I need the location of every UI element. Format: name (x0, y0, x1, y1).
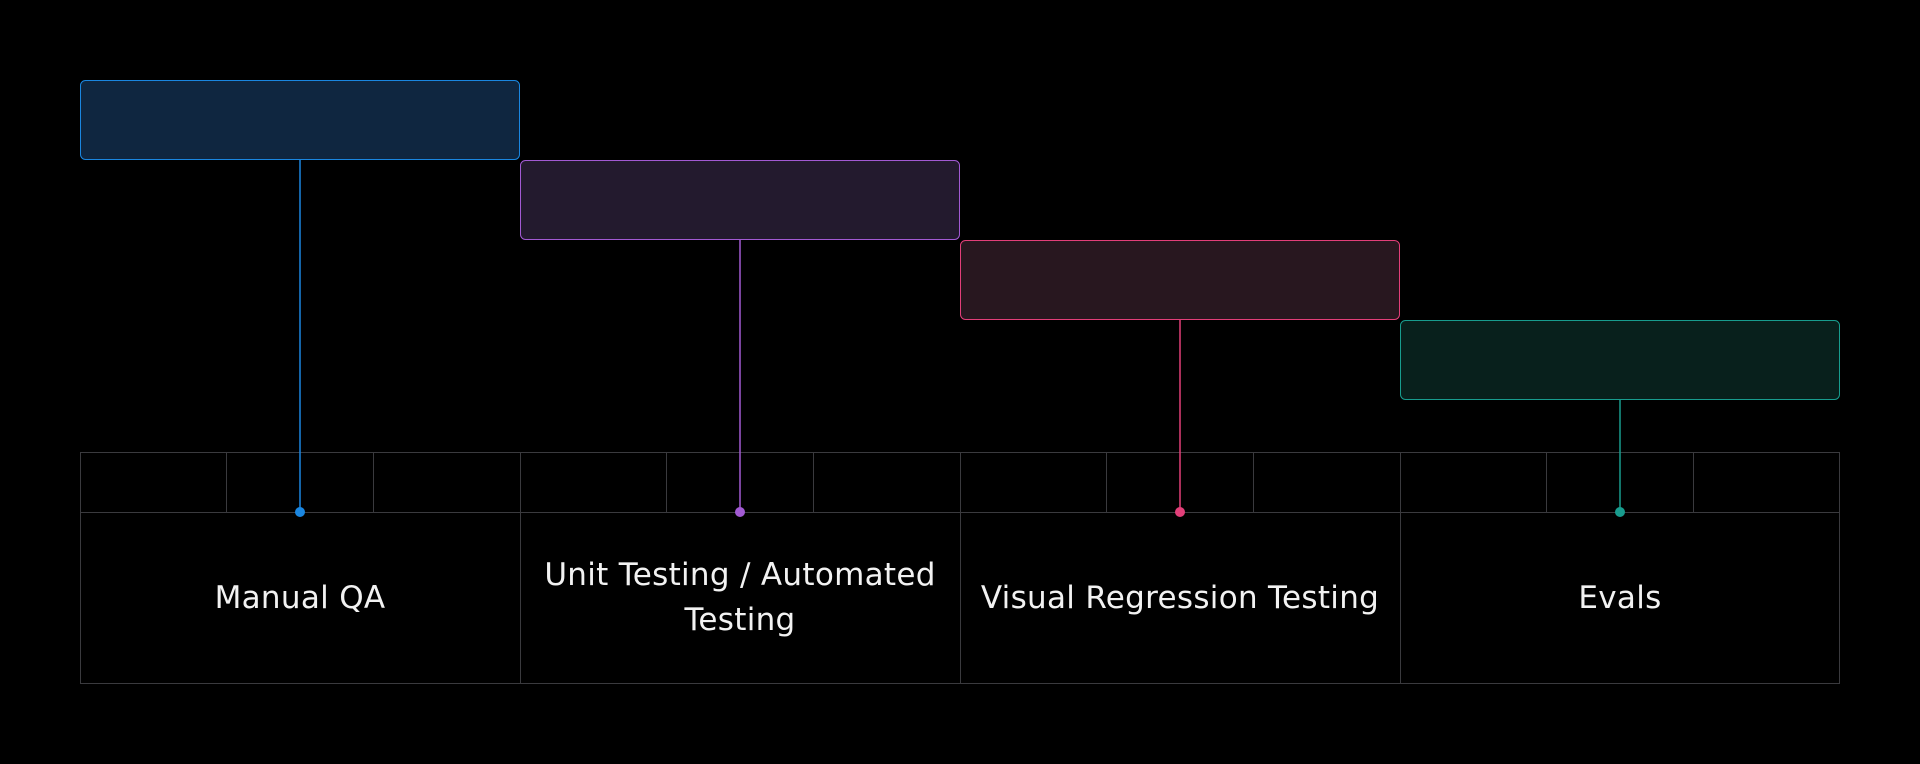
stage-bar-visual-regression (960, 240, 1400, 320)
stage-marker-visual-regression (1175, 507, 1185, 517)
stage-label-evals: Evals (1578, 579, 1662, 616)
stage-marker-manual-qa (295, 507, 305, 517)
stage-marker-unit-testing (735, 507, 745, 517)
stage-manual-qa (80, 80, 520, 517)
stage-bar-evals (1400, 320, 1840, 400)
stage-bar-unit-testing (520, 160, 960, 240)
stage-visual-regression (960, 240, 1400, 684)
stage-marker-evals (1615, 507, 1625, 517)
stage-label-manual-qa: Manual QA (214, 579, 386, 616)
stage-label-visual-regression: Visual Regression Testing (980, 579, 1380, 616)
stage-evals (1400, 320, 1840, 684)
stage-unit-testing (520, 160, 960, 684)
stage-label-unit-testing: Unit Testing / Automated Testing (544, 557, 936, 638)
stage-bar-manual-qa (80, 80, 520, 160)
